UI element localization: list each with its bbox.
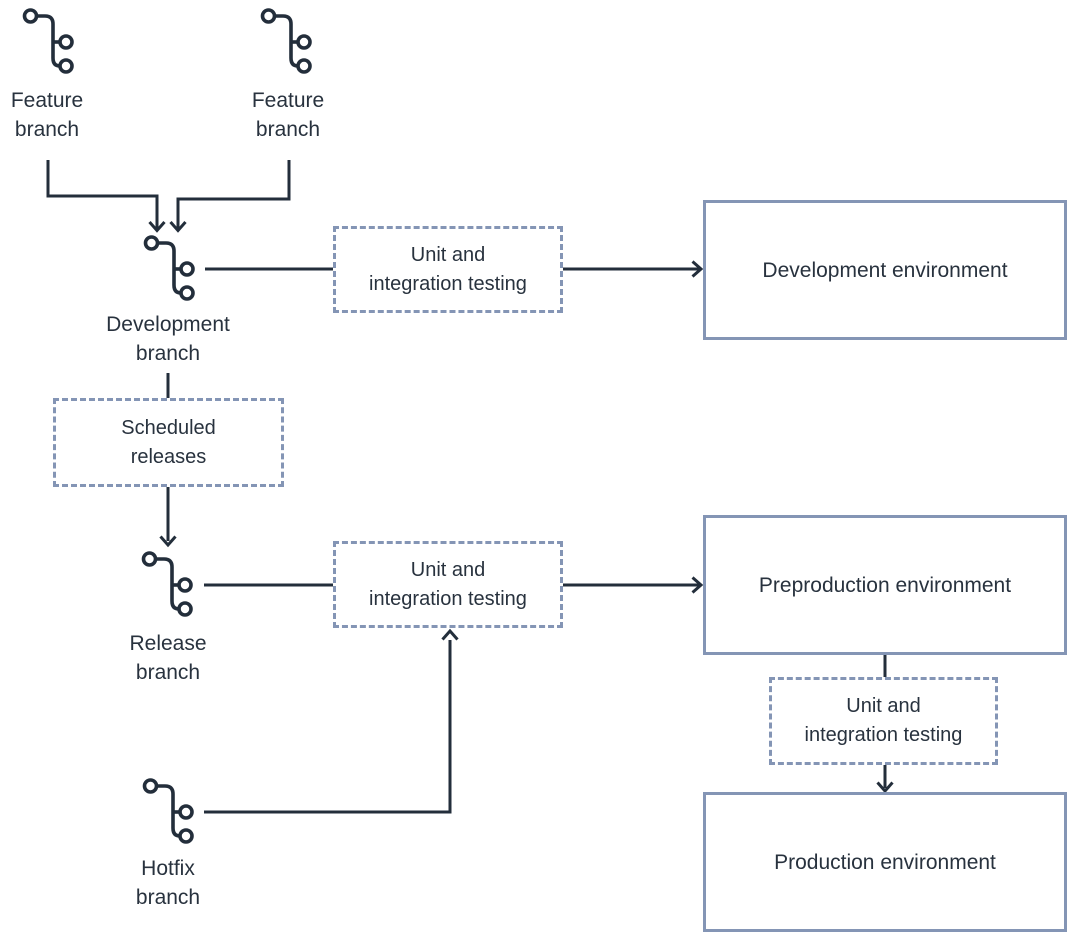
label-line: Release [129,632,207,655]
connector-hotfix-to-testing [204,631,458,812]
label-line: branch [135,886,201,909]
unit-integration-testing-box: Unit and integration testing [333,226,563,313]
git-branch-icon [260,8,312,74]
box-line: releases [130,445,207,468]
environment-label: Preproduction environment [758,573,1012,597]
development-branch-label: Development branch [58,310,278,368]
box-line: Unit and [410,243,486,266]
connector-testing-to-preproduction-environment [563,578,701,593]
feature-branch-label: Feature branch [208,86,368,144]
label-line: Development [106,313,230,336]
label-line: branch [14,118,80,141]
preproduction-environment-box: Preproduction environment [703,515,1067,655]
production-environment-box: Production environment [703,792,1067,932]
git-branch-icon [143,235,195,301]
label-line: branch [135,342,201,365]
git-branch-icon [141,551,193,617]
unit-integration-testing-box: Unit and integration testing [769,677,998,765]
hotfix-branch-label: Hotfix branch [88,854,248,912]
connector-feature1-to-development [48,160,165,231]
label-line: branch [255,118,321,141]
connector-scheduled-releases-to-release [161,487,176,545]
environment-label: Development environment [762,258,1008,282]
scheduled-releases-box: Scheduled releases [53,398,284,487]
label-line: branch [135,661,201,684]
feature-branch-label: Feature branch [0,86,127,144]
box-line: Scheduled [121,416,216,439]
development-environment-box: Development environment [703,200,1067,340]
connector-testing-to-production-environment [878,765,893,791]
git-branch-icon [142,778,194,844]
label-line: Feature [251,89,325,112]
label-line: Feature [10,89,84,112]
git-branch-icon [22,8,74,74]
box-line: Unit and [846,695,921,717]
label-line: Hotfix [141,857,195,880]
box-line: integration testing [369,587,527,610]
box-line: integration testing [369,272,527,295]
release-branch-label: Release branch [88,629,248,687]
connector-testing-to-development-environment [563,262,701,277]
environment-label: Production environment [774,850,996,874]
connector-feature2-to-development [171,160,290,231]
unit-integration-testing-box: Unit and integration testing [333,541,563,628]
box-line: integration testing [804,724,963,746]
box-line: Unit and [410,558,486,581]
